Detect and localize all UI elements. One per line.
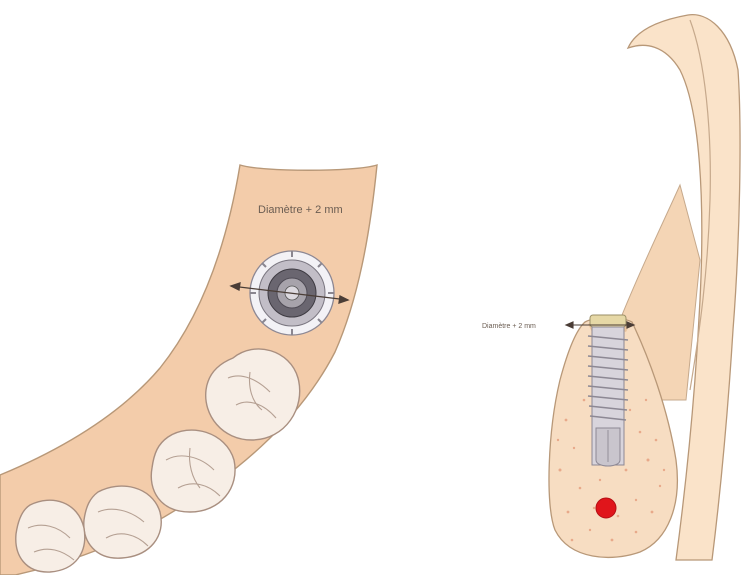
occlusal-dimension-label: Diamètre + 2 mm — [258, 204, 343, 216]
screw-implant-icon — [588, 315, 628, 466]
mandibular-canal — [596, 498, 616, 518]
section-dimension-label: Diamètre + 2 mm — [482, 323, 536, 330]
molar-3 — [84, 486, 161, 558]
cross-section-view: Diamètre + 2 mm — [482, 15, 740, 560]
molar-2 — [151, 430, 235, 512]
occlusal-view: Diamètre + 2 mm — [0, 165, 377, 575]
molar-4 — [16, 500, 85, 572]
